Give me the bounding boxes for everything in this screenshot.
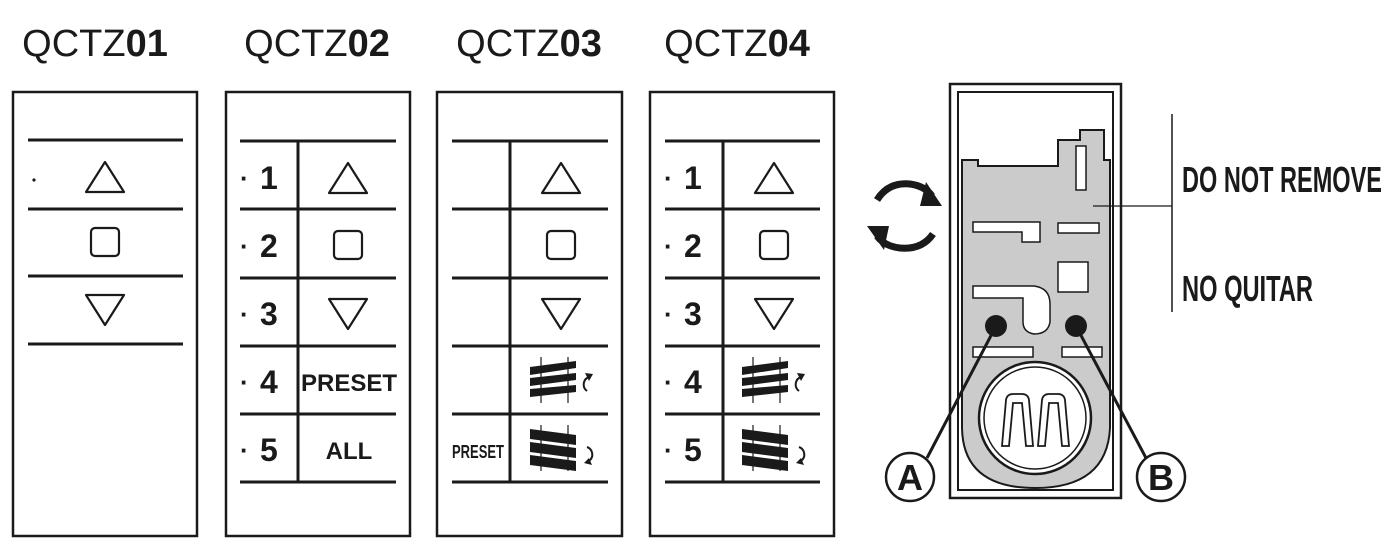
stop-button[interactable] <box>89 226 121 258</box>
stop-square-icon <box>332 229 364 261</box>
down-triangle-icon <box>753 297 795 331</box>
rotate-arrows-icon <box>867 180 942 252</box>
preset-button[interactable]: PRESET <box>301 370 397 397</box>
led-indicator <box>32 178 36 182</box>
tilt-close-button[interactable] <box>529 424 594 472</box>
model-title-1: QCTZ01 <box>22 23 168 65</box>
svg-text:·: · <box>240 231 249 261</box>
stop-square-icon <box>758 229 790 261</box>
down-triangle-icon <box>540 297 582 331</box>
up-button[interactable] <box>753 161 795 195</box>
channel-button-2[interactable]: ·2 <box>664 228 702 264</box>
tilt-close-icon <box>529 424 594 472</box>
channel-button-4[interactable]: ·4 <box>240 364 278 400</box>
callout-b: B <box>1135 451 1187 503</box>
tilt-close-icon <box>741 424 806 472</box>
channel-button-5[interactable]: ·5 <box>240 432 278 468</box>
stop-button[interactable] <box>545 229 577 261</box>
svg-text:·: · <box>240 435 249 465</box>
svg-text:5: 5 <box>260 432 278 468</box>
svg-text:5: 5 <box>684 432 702 468</box>
down-triangle-icon <box>84 293 126 327</box>
svg-text:·: · <box>664 163 673 193</box>
remote-back-view <box>948 82 1123 500</box>
tilt-open-icon <box>741 356 806 404</box>
up-button[interactable] <box>84 160 126 194</box>
note-no-quitar: NO QUITAR <box>1182 268 1313 309</box>
svg-text:1: 1 <box>260 160 278 196</box>
down-button[interactable] <box>753 297 795 331</box>
svg-text:·: · <box>240 299 249 329</box>
svg-text:A: A <box>897 457 923 498</box>
down-button[interactable] <box>327 297 369 331</box>
svg-text:·: · <box>664 299 673 329</box>
tilt-open-button[interactable] <box>529 356 594 404</box>
down-button[interactable] <box>84 293 126 327</box>
all-button[interactable]: ALL <box>326 438 373 465</box>
down-triangle-icon <box>327 297 369 331</box>
stop-button[interactable] <box>332 229 364 261</box>
up-triangle-icon <box>540 161 582 195</box>
channel-button-4[interactable]: ·4 <box>664 364 702 400</box>
up-button[interactable] <box>540 161 582 195</box>
svg-text:3: 3 <box>260 296 278 332</box>
channel-button-1[interactable]: ·1 <box>664 160 702 196</box>
channel-button-2[interactable]: ·2 <box>240 228 278 264</box>
tilt-open-button[interactable] <box>741 356 806 404</box>
up-button[interactable] <box>327 161 369 195</box>
preset-button[interactable]: PRESET <box>452 442 504 462</box>
stop-button[interactable] <box>758 229 790 261</box>
down-button[interactable] <box>540 297 582 331</box>
up-triangle-icon <box>753 161 795 195</box>
svg-text:·: · <box>240 367 249 397</box>
stop-square-icon <box>545 229 577 261</box>
battery-cover <box>977 360 1093 476</box>
svg-text:4: 4 <box>260 364 278 400</box>
remote-qctz01 <box>11 90 199 538</box>
channel-button-1[interactable]: ·1 <box>240 160 278 196</box>
svg-text:B: B <box>1148 457 1174 498</box>
svg-text:·: · <box>664 435 673 465</box>
svg-text:2: 2 <box>260 228 278 264</box>
callout-a: A <box>884 451 936 503</box>
svg-text:·: · <box>240 163 249 193</box>
svg-text:2: 2 <box>684 228 702 264</box>
tilt-close-button[interactable] <box>741 424 806 472</box>
svg-text:·: · <box>664 367 673 397</box>
svg-text:4: 4 <box>684 364 702 400</box>
channel-button-3[interactable]: ·3 <box>664 296 702 332</box>
svg-text:·: · <box>664 231 673 261</box>
model-title-4: QCTZ04 <box>664 23 810 65</box>
remote-qctz02: ·1 ·2 ·3 ·4 ·5 PRESET ALL <box>224 90 412 538</box>
channel-button-3[interactable]: ·3 <box>240 296 278 332</box>
stop-square-icon <box>89 226 121 258</box>
channel-button-5[interactable]: ·5 <box>664 432 702 468</box>
remote-qctz04: ·1 ·2 ·3 ·4 ·5 <box>648 90 836 538</box>
note-do-not-remove: DO NOT REMOVE <box>1182 159 1382 200</box>
remote-qctz03: PRESET <box>435 90 624 538</box>
up-triangle-icon <box>84 160 126 194</box>
model-title-3: QCTZ03 <box>456 23 602 65</box>
up-triangle-icon <box>327 161 369 195</box>
svg-text:1: 1 <box>684 160 702 196</box>
tilt-open-icon <box>529 356 594 404</box>
svg-text:3: 3 <box>684 296 702 332</box>
model-title-2: QCTZ02 <box>244 23 390 65</box>
